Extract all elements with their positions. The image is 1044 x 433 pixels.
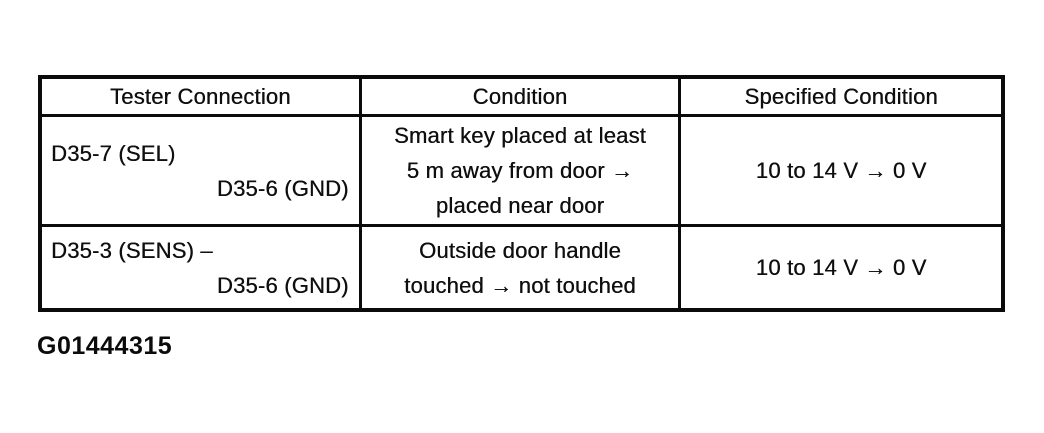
tester-connection-cell: D35-3 (SENS) – D35-6 (GND): [42, 227, 362, 308]
tester-connection-line: D35-7 (SEL): [51, 140, 176, 166]
column-header-specified-condition: Specified Condition: [681, 79, 1001, 117]
tester-connection-line: D35-3 (SENS) –: [51, 237, 213, 263]
tester-connection-line: D35-6 (GND): [216, 175, 349, 201]
tester-connection-table: Tester Connection Condition Specified Co…: [38, 75, 1005, 312]
tester-connection-line: D35-6 (GND): [216, 272, 349, 298]
condition-line: Smart key placed at least: [393, 123, 646, 148]
condition-cell: Outside door handle touched → not touche…: [362, 227, 682, 308]
condition-line: placed near door: [435, 193, 605, 218]
figure-code: G01444315: [37, 332, 173, 360]
tester-connection-cell: D35-7 (SEL) D35-6 (GND): [42, 117, 362, 227]
specified-condition-cell: 10 to 14 V → 0 V: [681, 117, 1001, 227]
condition-line: touched → not touched: [404, 272, 636, 298]
column-header-tester-connection: Tester Connection: [42, 79, 362, 117]
column-header-condition: Condition: [361, 79, 682, 117]
specified-condition-cell: 10 to 14 V → 0 V: [755, 255, 927, 280]
condition-cell: Smart key placed at least 5 m away from …: [361, 117, 682, 227]
condition-line: Outside door handle: [419, 237, 621, 263]
condition-line: 5 m away from door →: [406, 158, 634, 183]
